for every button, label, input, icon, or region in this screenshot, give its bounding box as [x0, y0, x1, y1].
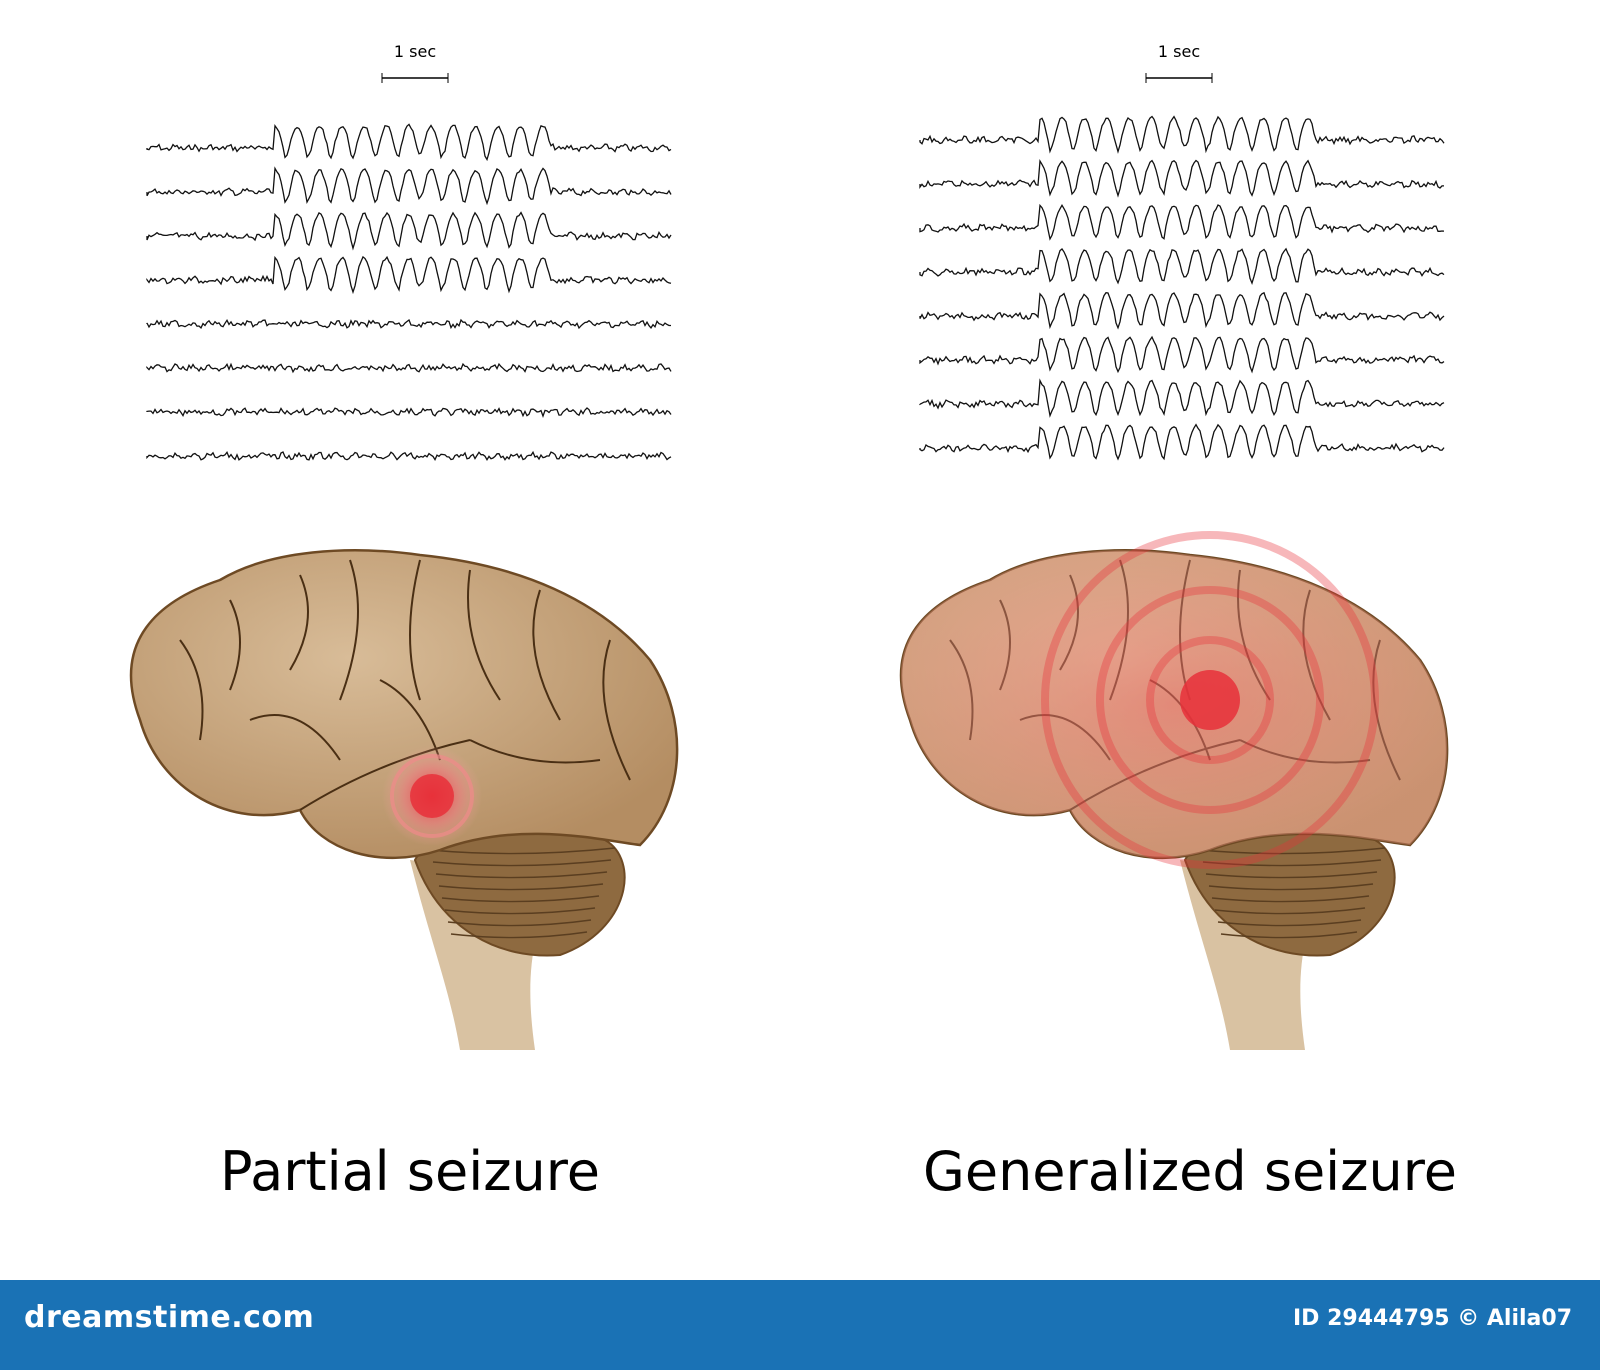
illustration: 1 sec 1 sec Partial seizure Generalized …: [129, 42, 1457, 1203]
eeg-partial: [146, 123, 672, 461]
seizure-ring: [390, 754, 474, 838]
eeg-trace: [919, 247, 1445, 286]
eeg-trace: [919, 115, 1445, 154]
caption-partial: Partial seizure: [219, 1140, 601, 1203]
eeg-trace: [919, 335, 1445, 374]
sulcus: [409, 559, 421, 701]
sulcus: [229, 599, 241, 691]
cerebellum-fold: [1208, 883, 1374, 891]
cerebellum-fold: [1217, 919, 1362, 927]
cerebellum-fold: [429, 847, 616, 855]
brain-partial: [129, 549, 679, 1050]
seizure-focus: [410, 774, 454, 818]
eeg-trace: [919, 203, 1445, 241]
brain-generalized: [899, 531, 1449, 1050]
sulcus: [532, 589, 561, 721]
image-credit: ID 29444795 © Alila07: [1293, 1306, 1572, 1331]
caption-generalized: Generalized seizure: [923, 1140, 1457, 1203]
sulcus: [467, 569, 501, 701]
cerebellum-fold: [1214, 907, 1366, 915]
eeg-trace: [146, 166, 672, 206]
seizure-ring: [1146, 636, 1274, 764]
cerebellum-fold: [1202, 859, 1382, 867]
eeg-trace: [146, 407, 672, 419]
sulcus: [602, 639, 631, 781]
sulcus: [339, 559, 359, 701]
eeg-trace: [146, 211, 672, 251]
scale-label-partial: 1 sec: [393, 42, 437, 61]
eeg-trace: [146, 318, 671, 330]
cerebellum-fold: [450, 931, 588, 939]
sulcus: [179, 639, 204, 741]
eeg-trace: [919, 423, 1445, 461]
scale-label-generalized: 1 sec: [1157, 42, 1201, 61]
cerebellum-fold: [1199, 847, 1386, 855]
seizure-ring: [1096, 586, 1324, 814]
sulcus: [469, 739, 601, 764]
cerebellum-fold: [444, 907, 596, 915]
cerebellum-fold: [447, 919, 592, 927]
cerebellum-fold: [435, 871, 608, 879]
cerebellum-fold: [441, 895, 600, 903]
eeg-generalized: [919, 115, 1445, 461]
brand-logo: dreamstime.com: [24, 1300, 315, 1335]
eeg-trace: [146, 450, 672, 461]
eeg-trace: [146, 362, 672, 374]
seizure-focus: [1180, 670, 1240, 730]
scale-bar-partial: [381, 73, 449, 83]
illustration-canvas: [129, 73, 1449, 1050]
cerebellum-fold: [432, 859, 612, 867]
sulcus: [249, 714, 341, 761]
cerebellum-fold: [1220, 931, 1358, 939]
eeg-trace: [919, 291, 1445, 330]
sulcus: [299, 739, 471, 811]
cerebellum-fold: [438, 883, 604, 891]
scale-bar-generalized: [1145, 73, 1213, 83]
eeg-trace: [919, 159, 1444, 198]
sulcus: [289, 574, 309, 671]
seizure-ring: [1041, 531, 1379, 869]
seizure-spread: [901, 550, 1448, 858]
eeg-trace: [146, 123, 672, 162]
eeg-trace: [919, 378, 1445, 418]
cerebellum-fold: [1205, 871, 1378, 879]
eeg-trace: [146, 255, 672, 295]
footer-bar: dreamstime.com ID 29444795 © Alila07: [0, 1280, 1600, 1370]
cerebrum: [129, 549, 679, 860]
cerebellum-fold: [1211, 895, 1370, 903]
